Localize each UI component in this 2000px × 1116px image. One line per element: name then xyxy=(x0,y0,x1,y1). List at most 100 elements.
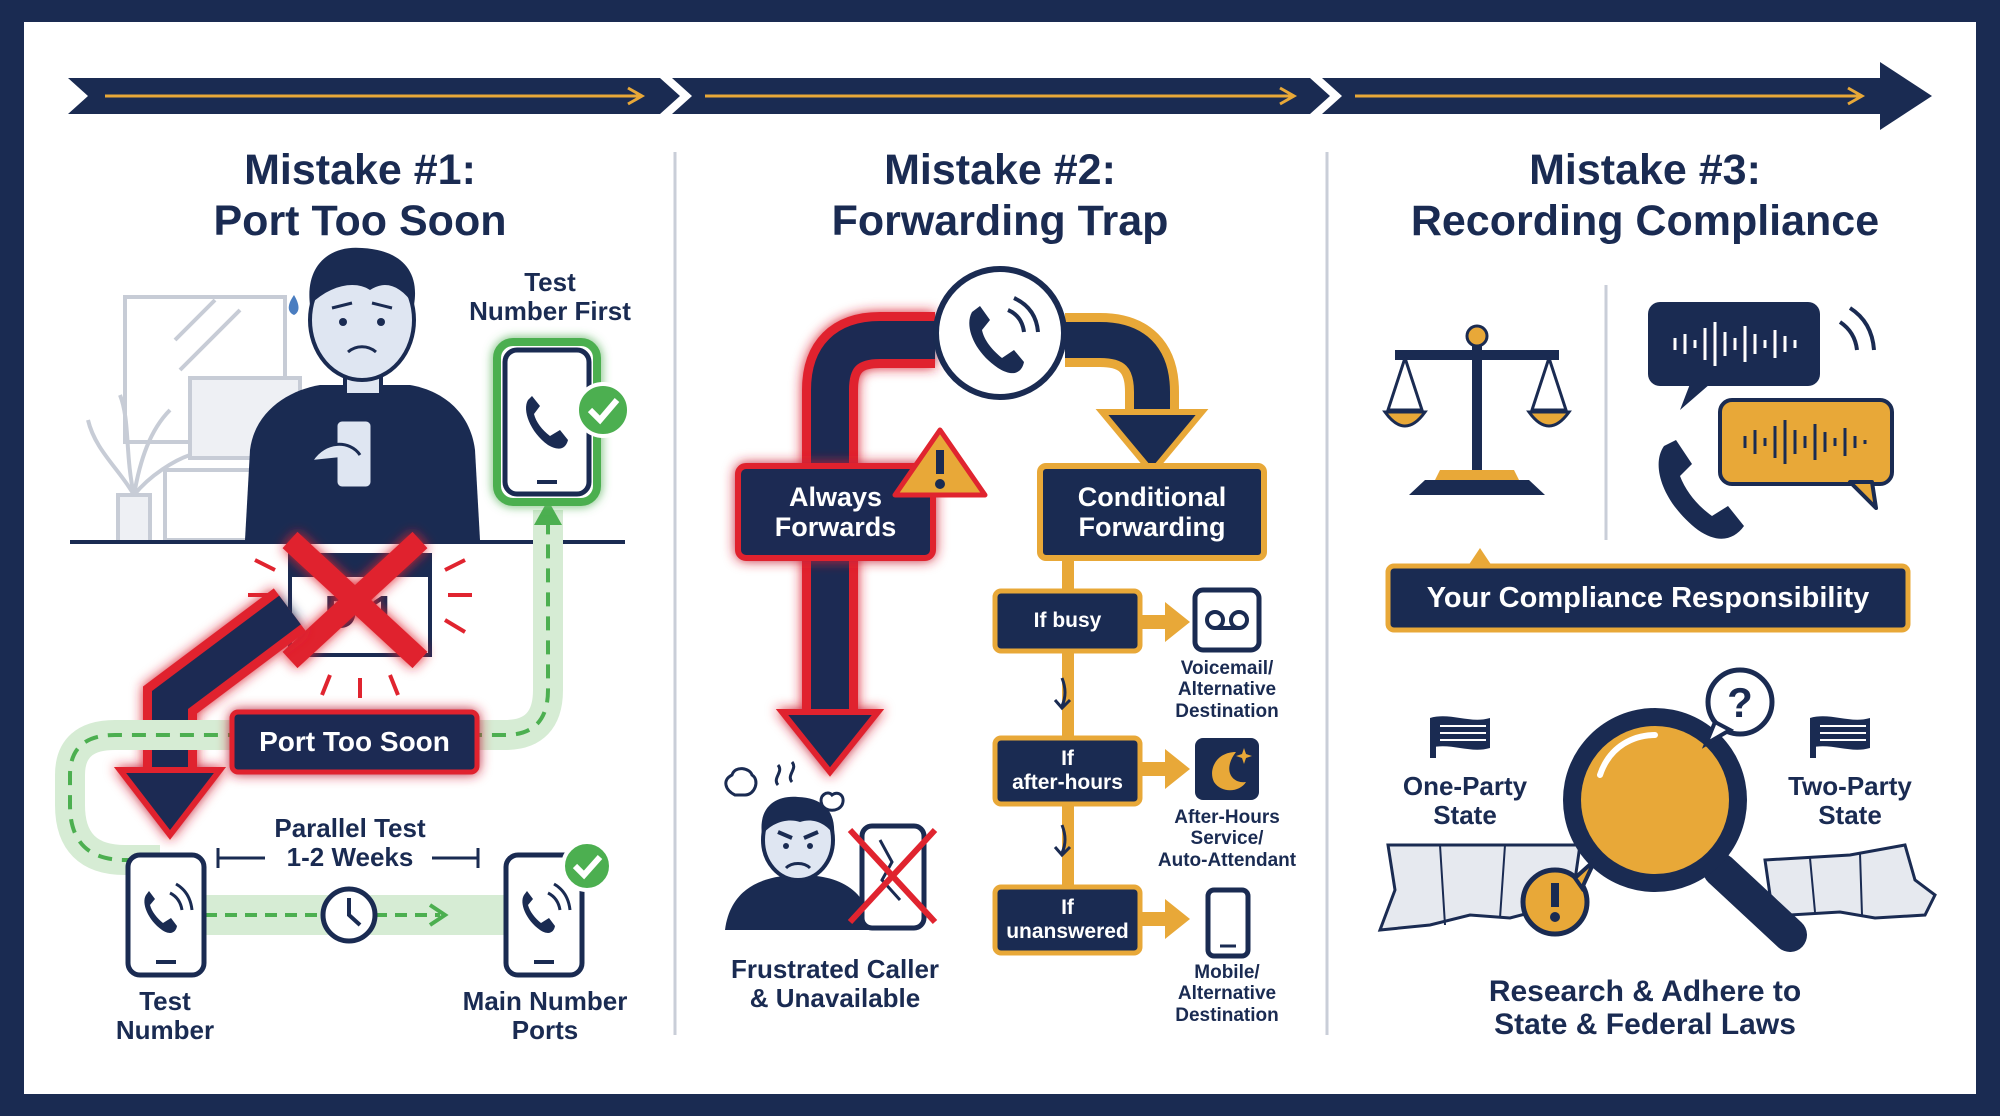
label-line: Test xyxy=(524,267,576,297)
label-line: Conditional xyxy=(1077,481,1227,512)
panel-3-title-line: Recording Compliance xyxy=(1410,196,1880,245)
clock-icon xyxy=(320,886,378,944)
label-line: Destination xyxy=(1175,1004,1279,1026)
panel-2-title: Mistake #2: Forwarding Trap xyxy=(780,145,1220,246)
label-line: Two-Party xyxy=(1788,771,1912,801)
main-number-phone xyxy=(503,852,585,978)
moon-icon xyxy=(1195,738,1259,800)
panel-2-title-line: Forwarding Trap xyxy=(831,196,1169,245)
if-unanswered-label: If unanswered xyxy=(995,887,1140,953)
phone-icon xyxy=(1658,440,1744,539)
label-line: Auto-Attendant xyxy=(1157,849,1297,871)
mobile-icon xyxy=(1205,887,1251,959)
label-line: Ports xyxy=(511,1014,579,1045)
always-forwards-path xyxy=(775,312,935,777)
conditional-forwarding-box xyxy=(1037,463,1267,561)
label-line: Service/ xyxy=(1190,828,1264,850)
label-line: Parallel Test xyxy=(274,813,426,843)
one-party-state-label: One-Party State xyxy=(1385,772,1545,829)
always-forwards-box xyxy=(735,463,936,561)
parallel-test-bracket xyxy=(216,848,480,868)
if-busy-box xyxy=(992,588,1143,654)
test-number-phone xyxy=(125,852,207,978)
always-forwards-label: Always Forwards xyxy=(738,466,933,558)
research-laws-label: Research & Adhere to State & Federal Law… xyxy=(1440,975,1850,1041)
cancel-x-icon xyxy=(282,531,428,669)
label-line: If xyxy=(1061,747,1074,771)
timeline-arrow xyxy=(68,62,1932,130)
label-line: Voicemail/ xyxy=(1180,658,1274,679)
label-line: Forwards xyxy=(774,512,897,542)
mobile-destination-label: Mobile/ Alternative Destination xyxy=(1150,962,1304,1026)
voicemail-icon xyxy=(1192,587,1262,653)
parallel-test-label: Parallel Test 1-2 Weeks xyxy=(250,814,450,871)
label-line: Research & Adhere to xyxy=(1488,975,1802,1008)
label-line: & Unavailable xyxy=(749,982,921,1013)
ringing-phone-icon xyxy=(933,266,1067,400)
voicemail-destination-label: Voicemail/ Alternative Destination xyxy=(1150,658,1304,722)
panel-2-title-line: Mistake #2: xyxy=(884,146,1116,194)
responsibility-pointer xyxy=(1468,548,1492,566)
warning-icon xyxy=(892,427,988,498)
if-after-hours-box xyxy=(992,735,1143,807)
two-party-state-label: Two-Party State xyxy=(1770,772,1930,829)
step-arrows xyxy=(1053,677,1072,858)
branch-arrows xyxy=(1142,602,1190,939)
label-line: Forwarding xyxy=(1078,512,1226,542)
flag-icon xyxy=(1430,716,1490,758)
label-line: After-Hours xyxy=(1174,807,1280,828)
after-hours-service-label: After-Hours Service/ Auto-Attendant xyxy=(1142,807,1312,871)
frustrated-caller-label: Frustrated Caller & Unavailable xyxy=(710,955,960,1012)
scales-icon xyxy=(1382,324,1572,495)
label-line: Main Number xyxy=(462,986,628,1016)
port-too-soon-arrow xyxy=(113,588,307,840)
map-icon xyxy=(1763,843,1937,920)
frustrated-person-icon xyxy=(724,761,872,930)
if-unanswered-box xyxy=(992,884,1143,956)
panel-3-title: Mistake #3: Recording Compliance xyxy=(1370,145,1920,246)
test-number-first-phone xyxy=(493,338,601,506)
label-line: Number xyxy=(115,1014,215,1045)
panel-1-title-line: Port Too Soon xyxy=(213,196,507,245)
magnifier-icon xyxy=(1563,708,1807,952)
label-line: State xyxy=(1818,799,1882,830)
label-line: If xyxy=(1061,896,1074,920)
compliance-responsibility-label: Your Compliance Responsibility xyxy=(1426,581,1870,614)
panel-1-title-line: Mistake #1: xyxy=(244,146,476,194)
port-too-soon-box xyxy=(229,709,480,775)
conditional-path xyxy=(1065,313,1209,477)
label-line: Frustrated Caller xyxy=(730,954,940,984)
broken-phone-icon xyxy=(847,823,938,931)
responsibility-box xyxy=(1385,563,1911,633)
label-line: Mobile/ xyxy=(1194,962,1260,983)
if-after-hours-label: If after-hours xyxy=(995,738,1140,804)
label-line: State xyxy=(1433,799,1497,830)
label-line: State & Federal Laws xyxy=(1494,1008,1796,1041)
label-line: 1-2 Weeks xyxy=(286,841,414,872)
label-line: Destination xyxy=(1175,700,1279,722)
check-icon xyxy=(561,840,613,892)
label-line: Test xyxy=(139,986,191,1016)
label-line: Alternative xyxy=(1177,679,1277,701)
worried-person-icon xyxy=(245,247,480,540)
panel-1-title: Mistake #1: Port Too Soon xyxy=(160,145,560,246)
label-line: after-hours xyxy=(1012,771,1123,794)
svg-text:?: ? xyxy=(1727,679,1753,726)
flag-icon xyxy=(1810,716,1870,758)
label-line: Alternative xyxy=(1177,983,1277,1005)
if-busy-label: If busy xyxy=(1033,609,1102,633)
label-line: Number First xyxy=(469,295,631,326)
audio-bubble-icon xyxy=(1648,302,1894,510)
label-line: unanswered xyxy=(1006,920,1129,943)
panel-3-title-line: Mistake #3: xyxy=(1529,146,1761,194)
test-number-label: Test Number xyxy=(90,987,240,1044)
port-too-soon-label: Port Too Soon xyxy=(259,726,450,758)
test-number-first-label: Test Number First xyxy=(445,268,655,325)
warning-icon xyxy=(1520,858,1597,937)
question-icon: ? xyxy=(1701,667,1775,749)
label-line: One-Party xyxy=(1402,771,1528,801)
main-number-ports-label: Main Number Ports xyxy=(440,987,650,1044)
label-line: Always xyxy=(788,481,883,512)
conditional-forwarding-label: Conditional Forwarding xyxy=(1040,466,1264,558)
